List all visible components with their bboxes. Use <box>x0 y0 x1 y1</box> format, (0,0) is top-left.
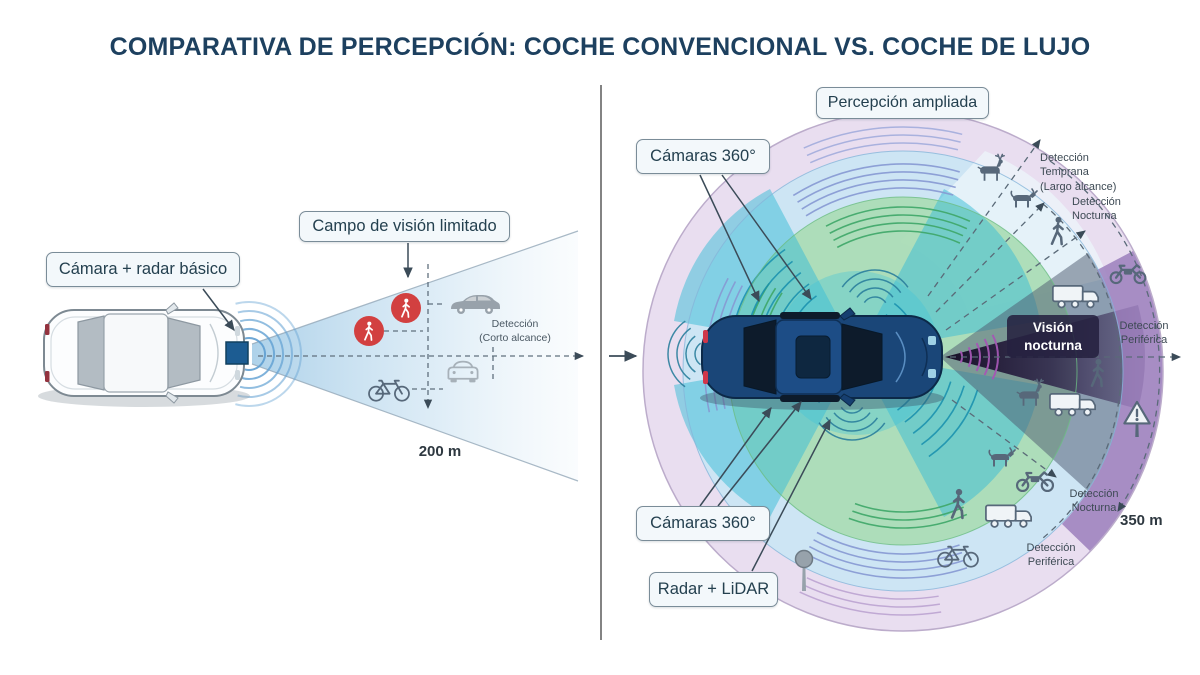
page-title: COMPARATIVA DE PERCEPCIÓN: COCHE CONVENC… <box>109 33 1091 61</box>
early-detection-label: Detección Temprana (Largo alcance) <box>1040 152 1117 193</box>
night-detection-top-label: Detección Nocturna <box>1072 196 1121 223</box>
camera-radar-label-text: Cámara + radar básico <box>58 260 228 278</box>
pedestrian-alert-icon <box>391 293 421 323</box>
short-range-detection-label: Detección (Corto alcance) <box>479 318 551 344</box>
label-pointers <box>202 243 413 331</box>
camera-radar-label: Cámara + radar básico <box>46 252 240 287</box>
peripheral-detection-bottom-label: Detección Periférica <box>1026 542 1076 569</box>
label-pointers <box>699 174 831 572</box>
radar-lidar-label: Radar + LiDAR <box>649 572 778 607</box>
front-sensor <box>225 341 249 365</box>
range-200m-label: 200 m <box>418 443 462 460</box>
cameras-360-top-label: Cámaras 360° <box>636 139 770 174</box>
limited-fov-label: Campo de visión limitado <box>299 211 510 242</box>
luxury-car <box>700 307 944 410</box>
night-detection-bottom-label: Detección Nocturna <box>1069 488 1119 515</box>
range-dashed-lines <box>258 264 585 410</box>
night-vision-waves <box>901 308 999 406</box>
conventional-car <box>38 302 250 407</box>
night-vision-label: Visión nocturna <box>1007 315 1099 359</box>
peripheral-detection-right-label: Detección Periférica <box>1119 320 1169 347</box>
luxury-car-panel <box>642 110 1182 632</box>
pedestrian-alert-icon <box>354 316 384 346</box>
limited-fov-label-text: Campo de visión limitado <box>312 217 497 235</box>
expanded-perception-label: Percepción ampliada <box>816 87 989 119</box>
range-350m-label: 350 m <box>1120 512 1163 529</box>
cameras-360-bottom-label: Cámaras 360° <box>636 506 770 541</box>
conventional-car-panel <box>38 230 638 482</box>
